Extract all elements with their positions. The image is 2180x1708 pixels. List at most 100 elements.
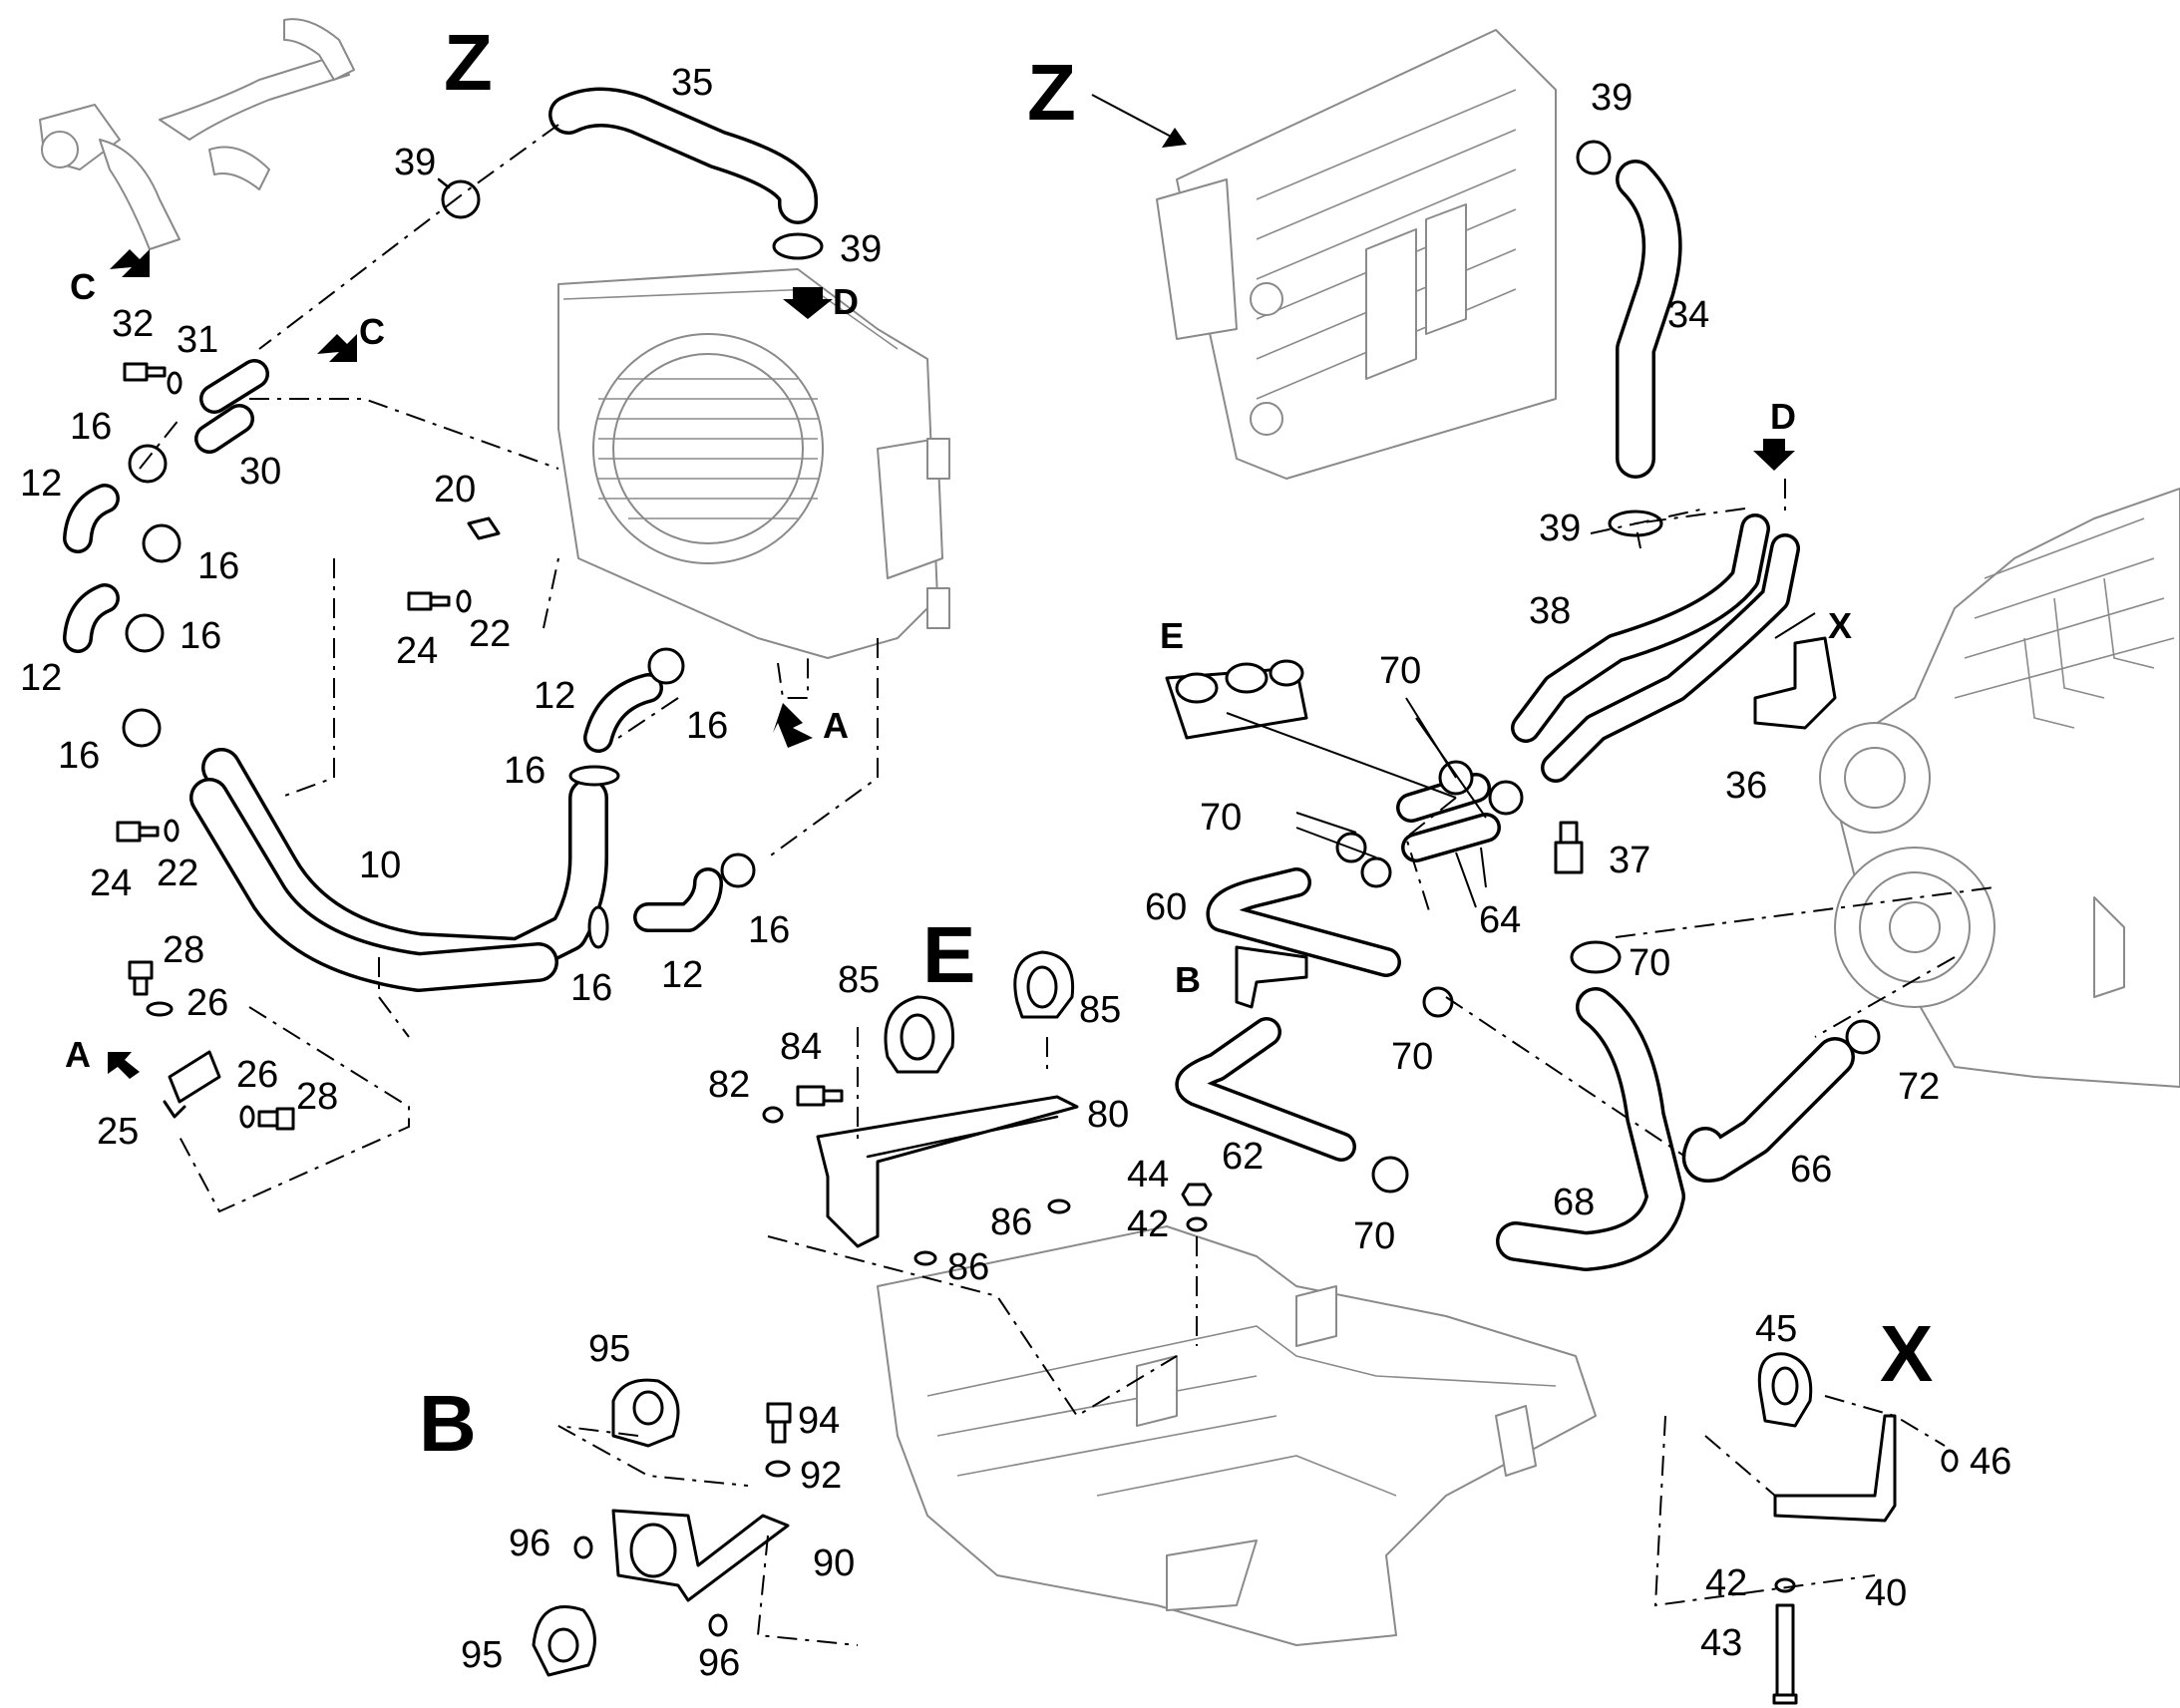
hose-12-lower — [633, 867, 723, 932]
radiator-assembly-left — [557, 268, 950, 659]
engine-outlet-context — [39, 18, 355, 250]
bracket-90 — [611, 1509, 790, 1602]
callout-32: 32 — [112, 303, 154, 345]
callout-72: 72 — [1898, 1066, 1940, 1108]
callout-12-b: 12 — [20, 657, 62, 699]
pipe-10 — [189, 748, 608, 992]
washer-26-b — [239, 1105, 255, 1129]
clamp-70-f — [1422, 986, 1454, 1018]
clamp-39-a — [437, 177, 481, 219]
callout-70-c: 70 — [1629, 942, 1670, 984]
callout-16-g: 16 — [570, 967, 612, 1009]
washer-31 — [167, 371, 182, 395]
clamp-95-a — [611, 1378, 680, 1448]
radiator-assembly-right — [1156, 29, 1557, 480]
clamp-95-b — [532, 1605, 596, 1677]
callout-31: 31 — [177, 319, 218, 361]
callout-94: 94 — [798, 1400, 840, 1442]
callout-96-b: 96 — [698, 1642, 740, 1684]
bracket-20 — [467, 516, 501, 540]
clamp-85-b — [1013, 950, 1075, 1019]
callout-25: 25 — [97, 1111, 139, 1153]
callout-38: 38 — [1529, 590, 1571, 632]
marker-c-upper: C — [70, 266, 96, 307]
callout-37: 37 — [1609, 840, 1650, 881]
callout-28-b: 28 — [296, 1076, 338, 1118]
callout-16-c: 16 — [180, 615, 221, 657]
callout-42-b: 42 — [1705, 1562, 1747, 1604]
callout-35: 35 — [671, 62, 713, 104]
pipe-60 — [1206, 867, 1401, 977]
nut-96-b — [708, 1613, 728, 1637]
callout-66: 66 — [1790, 1149, 1832, 1191]
callout-70-a: 70 — [1379, 650, 1421, 692]
callout-39-b: 39 — [840, 228, 882, 270]
callout-62: 62 — [1222, 1136, 1264, 1178]
clamp-70-e — [1570, 940, 1622, 974]
bracket-80 — [816, 1095, 1079, 1248]
callout-42-a: 42 — [1127, 1203, 1169, 1245]
bracket-25 — [163, 1050, 221, 1119]
washer-46 — [1941, 1449, 1959, 1473]
callout-95-b: 95 — [461, 1634, 503, 1676]
marker-a-right: A — [823, 705, 849, 746]
engine-block-context — [1819, 488, 2180, 1088]
washer-26-a — [146, 1001, 174, 1017]
bracket-b-small — [1235, 945, 1308, 1009]
callout-10: 10 — [359, 845, 401, 886]
pipe-30-31 — [194, 359, 269, 454]
callout-12-c: 12 — [534, 675, 575, 717]
bolt-32 — [123, 362, 167, 382]
callout-45: 45 — [1755, 1308, 1797, 1350]
callout-39-d: 39 — [1539, 508, 1581, 549]
pipe-38 — [1511, 513, 1770, 743]
view-title-z-left: Z — [444, 18, 493, 107]
callout-40: 40 — [1865, 1572, 1907, 1614]
clamp-85-a — [884, 995, 955, 1074]
bracket-e-small — [1165, 659, 1308, 740]
clamp-16-h — [720, 853, 756, 888]
clamp-16-d — [122, 708, 162, 748]
washer-82 — [762, 1106, 784, 1124]
marker-e-small: E — [1160, 615, 1184, 656]
bolt-24-b — [116, 821, 160, 843]
fitting-37 — [1554, 821, 1584, 874]
arrows — [108, 94, 1795, 1079]
clamp-16-a — [128, 444, 168, 484]
marker-c-mid: C — [359, 311, 385, 352]
clamp-70-g — [1371, 1156, 1409, 1194]
clamp-39-c — [1576, 140, 1612, 175]
callout-12-a: 12 — [20, 463, 62, 505]
bolt-94 — [766, 1402, 792, 1444]
hose-12-left-upper — [63, 484, 120, 553]
callout-92: 92 — [800, 1455, 842, 1497]
nut-86-b — [913, 1250, 937, 1266]
bolt-28-a — [128, 960, 154, 996]
callout-16-d: 16 — [58, 735, 100, 777]
clamp-16-f — [568, 765, 620, 787]
clamp-16-g — [587, 905, 609, 949]
hose-12-left-lower — [63, 583, 120, 653]
callout-28-a: 28 — [163, 929, 204, 971]
callout-86-a: 86 — [990, 1201, 1032, 1243]
marker-x-small: X — [1828, 605, 1852, 646]
clamp-16-c — [125, 613, 165, 653]
callout-16-a: 16 — [70, 406, 112, 448]
callout-86-b: 86 — [947, 1246, 989, 1288]
bolt-28-b — [257, 1107, 295, 1131]
pipe-64 — [1396, 773, 1501, 862]
callout-46: 46 — [1970, 1441, 2011, 1483]
marker-d-upper: D — [833, 281, 859, 322]
callout-22-b: 22 — [157, 853, 198, 894]
callout-20: 20 — [434, 469, 476, 511]
hose-68 — [1496, 987, 1685, 1271]
callout-16-h: 16 — [748, 909, 790, 951]
bolt-84 — [796, 1085, 844, 1107]
hose-12-upper-right — [583, 673, 663, 753]
callout-24-b: 24 — [90, 862, 132, 904]
hose-34 — [1616, 160, 1682, 479]
clamp-70-b — [1488, 780, 1524, 816]
leader-lines — [139, 124, 1996, 1646]
callout-44: 44 — [1127, 1154, 1169, 1196]
view-title-b: B — [419, 1379, 477, 1468]
